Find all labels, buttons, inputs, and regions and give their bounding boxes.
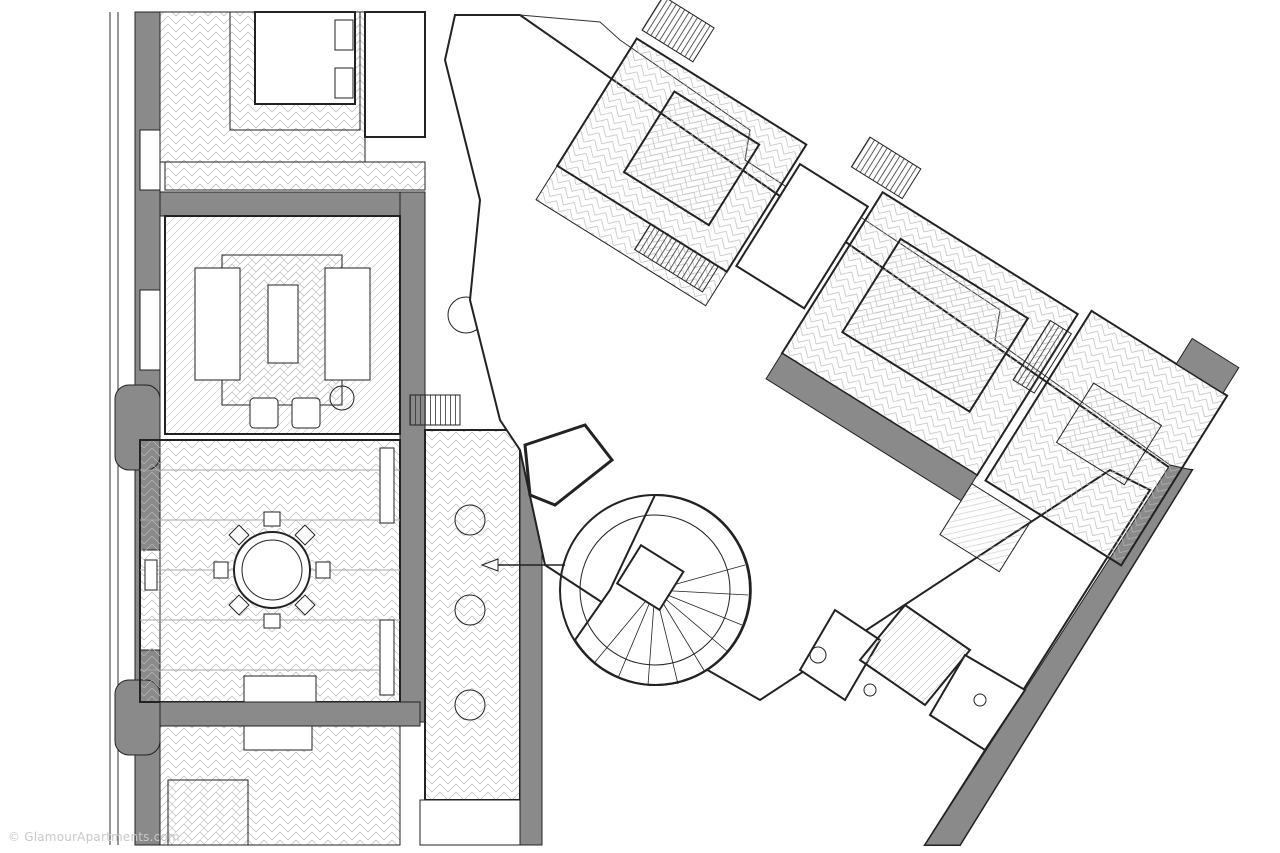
left-exterior-wall [109,11,161,846]
watermark: © GlamourApartments.com [8,830,180,844]
room-bottom [159,725,401,846]
room-living [164,215,401,435]
service-rooms [798,603,1027,752]
compass-arrow-icon [480,558,565,572]
room-dining [139,439,401,703]
interior-wall [159,701,421,727]
interior-wall [399,191,426,723]
interior-wall [159,191,426,217]
staircase [559,493,752,686]
room-bedroom-top [159,11,426,191]
diagonal-wing [443,0,1240,846]
